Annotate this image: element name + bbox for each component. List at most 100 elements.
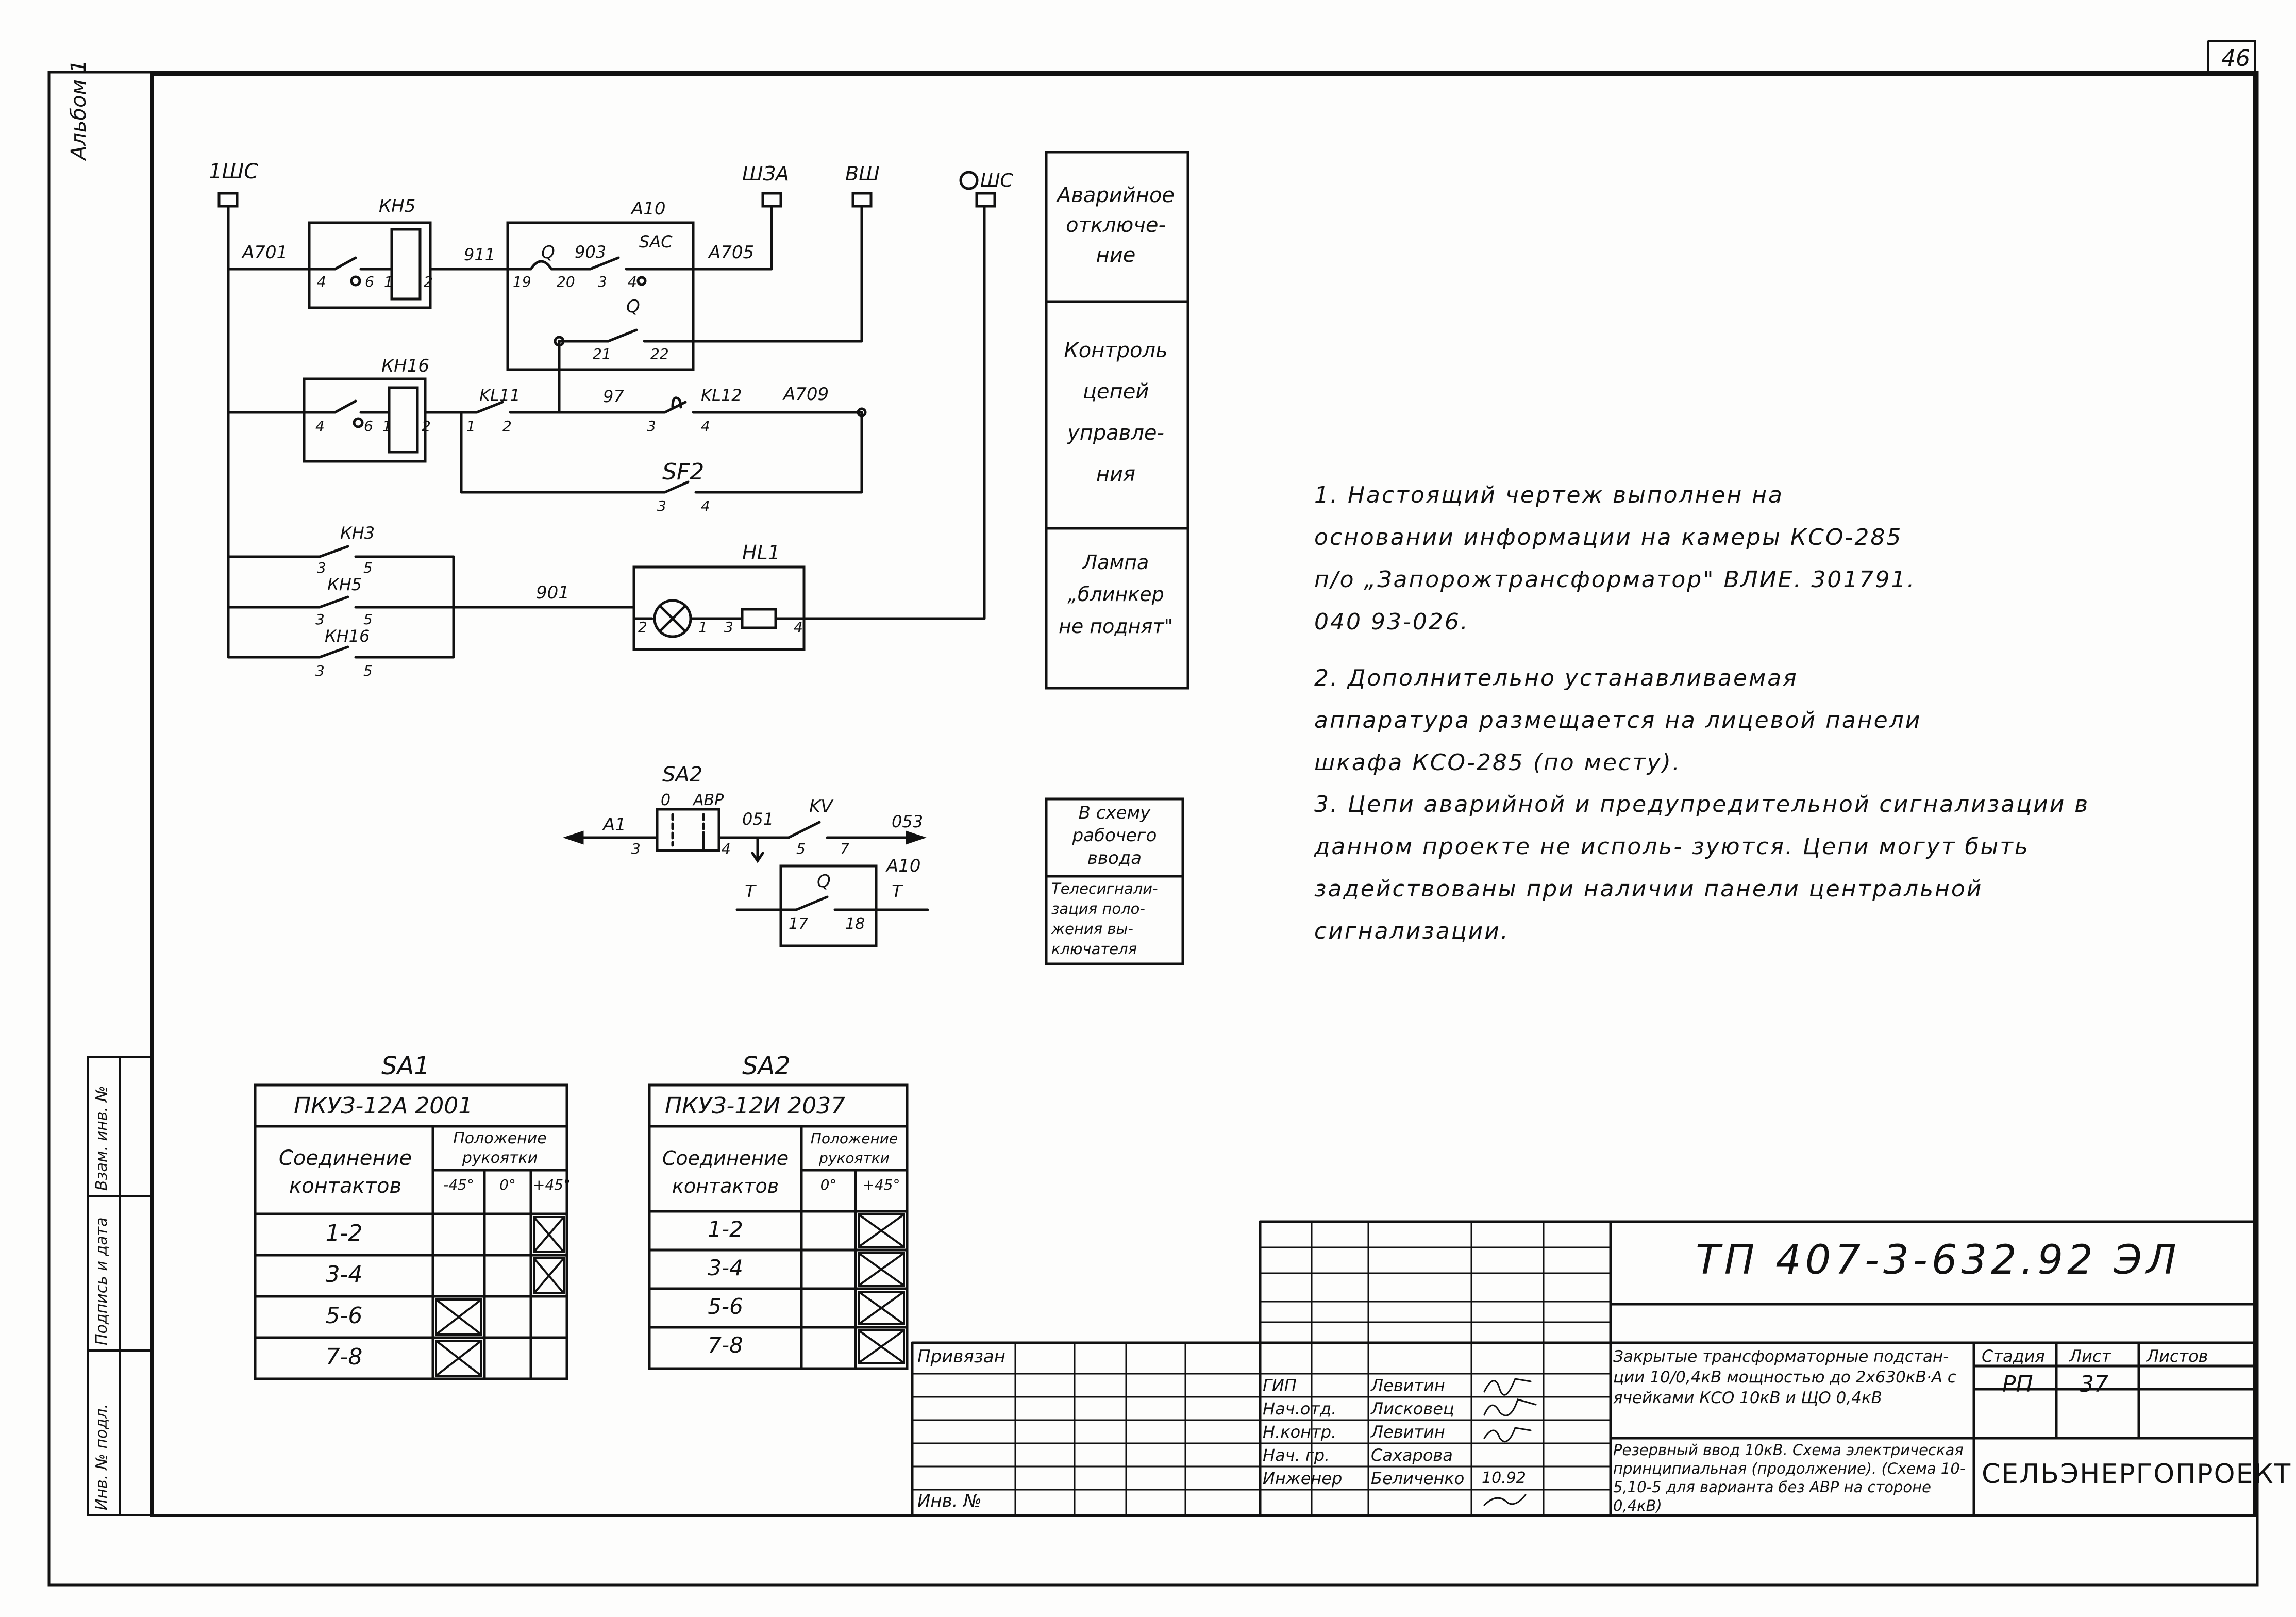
terminal-shs: ШС xyxy=(980,170,1013,191)
sa1-position-header: +45° xyxy=(533,1176,571,1193)
title-block-thin-lines xyxy=(911,1221,1612,1516)
sa1-table-title: SA1 xyxy=(381,1052,430,1080)
sa2-q: Q xyxy=(817,871,831,892)
role-name: Лисковец xyxy=(1371,1399,1454,1419)
pin-label: 2 xyxy=(638,619,647,636)
sa2-box-telesignal: Телесигнали- зация поло- жения вы- ключа… xyxy=(1051,880,1158,958)
sa2-boxes-lines xyxy=(1045,797,1184,965)
closed-contact-mark xyxy=(858,1291,905,1325)
page-number: 46 xyxy=(2221,45,2250,72)
pin-label: 1 xyxy=(698,619,708,636)
sa2-pos0: 0 xyxy=(661,791,671,809)
role-name: Левитин xyxy=(1371,1422,1445,1442)
sa2-circuit xyxy=(563,808,929,947)
pin-label: 6 xyxy=(365,273,374,290)
sa2-table-grid xyxy=(648,1083,909,1370)
inner-frame xyxy=(150,73,2256,1517)
legend-box-lamp: Лампа „блинкер не поднят" xyxy=(1059,551,1173,638)
wire-903: 903 xyxy=(575,242,607,262)
pin-label: 3 xyxy=(598,273,607,290)
sa2-contacts-cell: 5-6 xyxy=(708,1294,743,1319)
title-block-lines xyxy=(911,1220,2256,1517)
role-name: Беличенко xyxy=(1371,1469,1465,1488)
terminal-vsh: ВШ xyxy=(845,162,880,185)
wire-901: 901 xyxy=(536,582,569,603)
pin-label: 5 xyxy=(363,611,373,628)
pin-label: 1 xyxy=(384,273,393,290)
device-kl12: KL12 xyxy=(701,386,742,405)
role-name: Левитин xyxy=(1371,1376,1445,1395)
sa2-wire-a1: А1 xyxy=(603,814,626,835)
sheet-label: Лист xyxy=(2069,1346,2111,1366)
device-kh16b: КН16 xyxy=(325,626,370,646)
wire-a709: А709 xyxy=(783,384,829,405)
sa1-table-marks xyxy=(435,1216,565,1377)
wire-a701: А701 xyxy=(242,242,288,263)
sa2-label: SA2 xyxy=(662,763,703,787)
closed-contact-mark xyxy=(858,1329,905,1364)
sa2-contacts-cell: 1-2 xyxy=(708,1216,743,1242)
closed-contact-mark xyxy=(533,1216,565,1253)
closed-contact-mark xyxy=(435,1298,482,1336)
sa2-contacts-cell: 7-8 xyxy=(708,1332,743,1358)
pin-label: 4 xyxy=(315,418,325,435)
note-1: 1. Настоящий чертеж выполнен на основани… xyxy=(1314,482,1916,635)
sa2-position-header: 0° xyxy=(820,1176,837,1193)
pin-label: 1 xyxy=(382,418,392,435)
sa2-box-working-input: В схему рабочего ввода xyxy=(1072,803,1157,869)
pin-label: 2 xyxy=(422,418,431,435)
closed-contact-mark xyxy=(533,1257,565,1294)
pin-label: 20 xyxy=(557,273,575,290)
side-stamp-sign-date: Подпись и дата xyxy=(93,1217,111,1346)
sa2-t-right: Т xyxy=(892,881,902,902)
pin-label: 5 xyxy=(363,662,373,679)
side-stamp-inv-podl: Инв. № подл. xyxy=(93,1404,111,1510)
device-kh16: КН16 xyxy=(381,356,429,376)
sa2-table-title: SA2 xyxy=(742,1052,791,1080)
closed-contact-mark xyxy=(858,1213,905,1248)
note-3: 3. Цепи аварийной и предупредительной си… xyxy=(1314,791,2090,944)
sa2-header-right: Положение рукоятки xyxy=(810,1130,898,1166)
terminal-1shs: 1ШС xyxy=(209,160,259,184)
pin-label: 2 xyxy=(502,418,512,435)
pin-label: 19 xyxy=(513,273,531,290)
side-stamp-vzam-inv: Взам. инв. № xyxy=(93,1086,111,1191)
pin-label: 4 xyxy=(701,418,710,435)
pin-label: 3 xyxy=(724,619,733,636)
device-hl1: HL1 xyxy=(742,541,780,564)
role-name: Сахарова xyxy=(1371,1445,1453,1465)
privyazan-label: Привязан xyxy=(917,1346,1005,1367)
device-kh5b: КН5 xyxy=(327,575,362,594)
pin-label: 1 xyxy=(466,418,476,435)
role-label: ГИП xyxy=(1263,1376,1297,1395)
role-label: Н.контр. xyxy=(1263,1422,1337,1442)
page-number-box xyxy=(2207,40,2256,76)
inv-no-label: Инв. № xyxy=(917,1491,982,1511)
sheet-value: 37 xyxy=(2080,1371,2108,1397)
legend-box-lines xyxy=(1045,151,1189,690)
sa2-position-header: +45° xyxy=(862,1176,900,1193)
pin-label: 7 xyxy=(840,840,849,857)
pin-label: 4 xyxy=(317,273,326,290)
role-label: Нач.отд. xyxy=(1263,1399,1337,1419)
pin-label: 21 xyxy=(593,345,611,362)
device-kl11: KL11 xyxy=(479,386,521,405)
sa2-table-model: ПКУЗ-12И 2037 xyxy=(665,1093,846,1119)
pin-label: 3 xyxy=(315,611,325,628)
legend-box-control: Контроль цепей управле- ния xyxy=(1064,339,1168,486)
terminal-shza: ШЗА xyxy=(742,162,789,185)
sa2-a10: А10 xyxy=(886,856,921,876)
sa1-contacts-cell: 3-4 xyxy=(325,1261,363,1288)
side-stamp-lines xyxy=(87,1056,153,1516)
pin-label: 3 xyxy=(315,662,325,679)
role-label: Инженер xyxy=(1263,1469,1343,1488)
stage-label: Стадия xyxy=(1982,1346,2045,1366)
sa1-position-header: 0° xyxy=(499,1176,516,1193)
pin-label: 4 xyxy=(701,497,710,514)
sa2-kv: KV xyxy=(809,796,833,817)
main-schematic xyxy=(217,171,996,659)
pin-label: 4 xyxy=(794,619,803,636)
device-q-1: Q xyxy=(541,242,555,263)
